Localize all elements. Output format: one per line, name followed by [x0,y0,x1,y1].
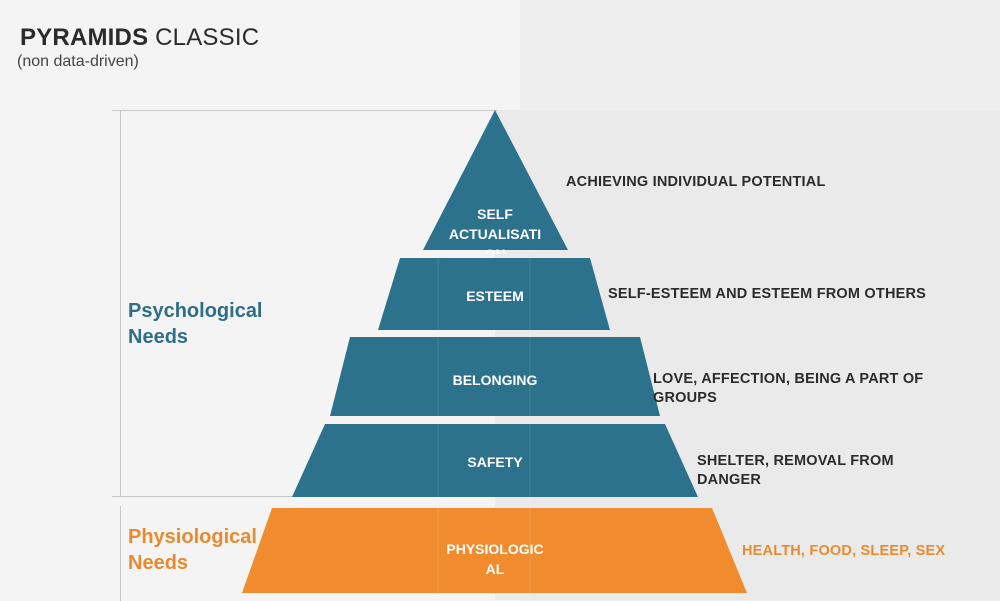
tier-description-belonging: LOVE, AFFECTION, BEING A PART OF GROUPS [653,371,924,406]
tier-description-safety: SHELTER, REMOVAL FROM DANGER [697,453,894,488]
tier-description-esteem: SELF-ESTEEM AND ESTEEM FROM OTHERS [608,286,927,302]
top-guide-line [112,110,497,111]
tier-physiological-shape [242,508,747,593]
tier-safety-shape [292,424,698,497]
page-subtitle: (non data-driven) [17,53,139,70]
physiological-needs-label: Physiological Needs [128,526,257,574]
tier-label-physiological: PHYSIOLOGIC AL [446,541,544,577]
tier-label-self-actualisation: SELF ACTUALISATI ON [448,206,542,254]
tier-label-belonging: BELONGING [452,372,538,388]
psychological-bracket [120,110,121,496]
tier-description-self-actualisation: ACHIEVING INDIVIDUAL POTENTIAL [566,174,826,190]
tier-belonging-shape [330,337,660,416]
page-title: PYRAMIDS CLASSIC [20,24,260,51]
tier-esteem-shape [378,258,610,330]
tier-description-physiological: HEALTH, FOOD, SLEEP, SEX [742,543,946,559]
tier-label-safety: SAFETY [467,454,523,470]
physiological-bracket [120,506,121,601]
tier-label-esteem: ESTEEM [466,288,524,304]
psychological-needs-label: Psychological Needs [128,300,263,348]
tier-self-actualisation-shape [423,110,568,250]
